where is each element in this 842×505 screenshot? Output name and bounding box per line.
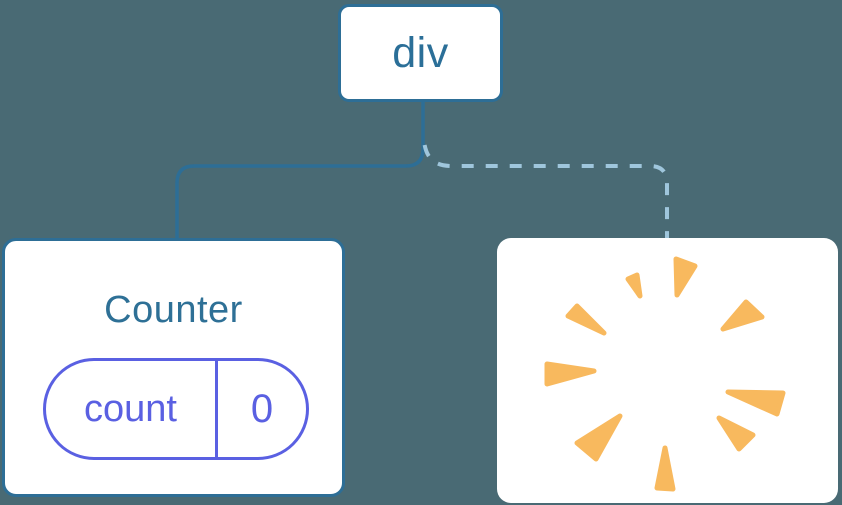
counter-card: Counter count 0 xyxy=(2,238,345,497)
removed-card xyxy=(497,238,838,503)
edge-solid-div-to-counter xyxy=(175,102,425,238)
state-pill-key: count xyxy=(46,361,218,457)
counter-card-title: Counter xyxy=(104,289,243,331)
poof-burst-icon xyxy=(544,256,786,492)
root-node-label: div xyxy=(392,28,449,77)
root-node-div: div xyxy=(338,4,503,102)
edge-dashed-div-to-removed xyxy=(422,140,669,238)
state-pill: count 0 xyxy=(43,358,309,460)
state-pill-value: 0 xyxy=(250,386,274,431)
